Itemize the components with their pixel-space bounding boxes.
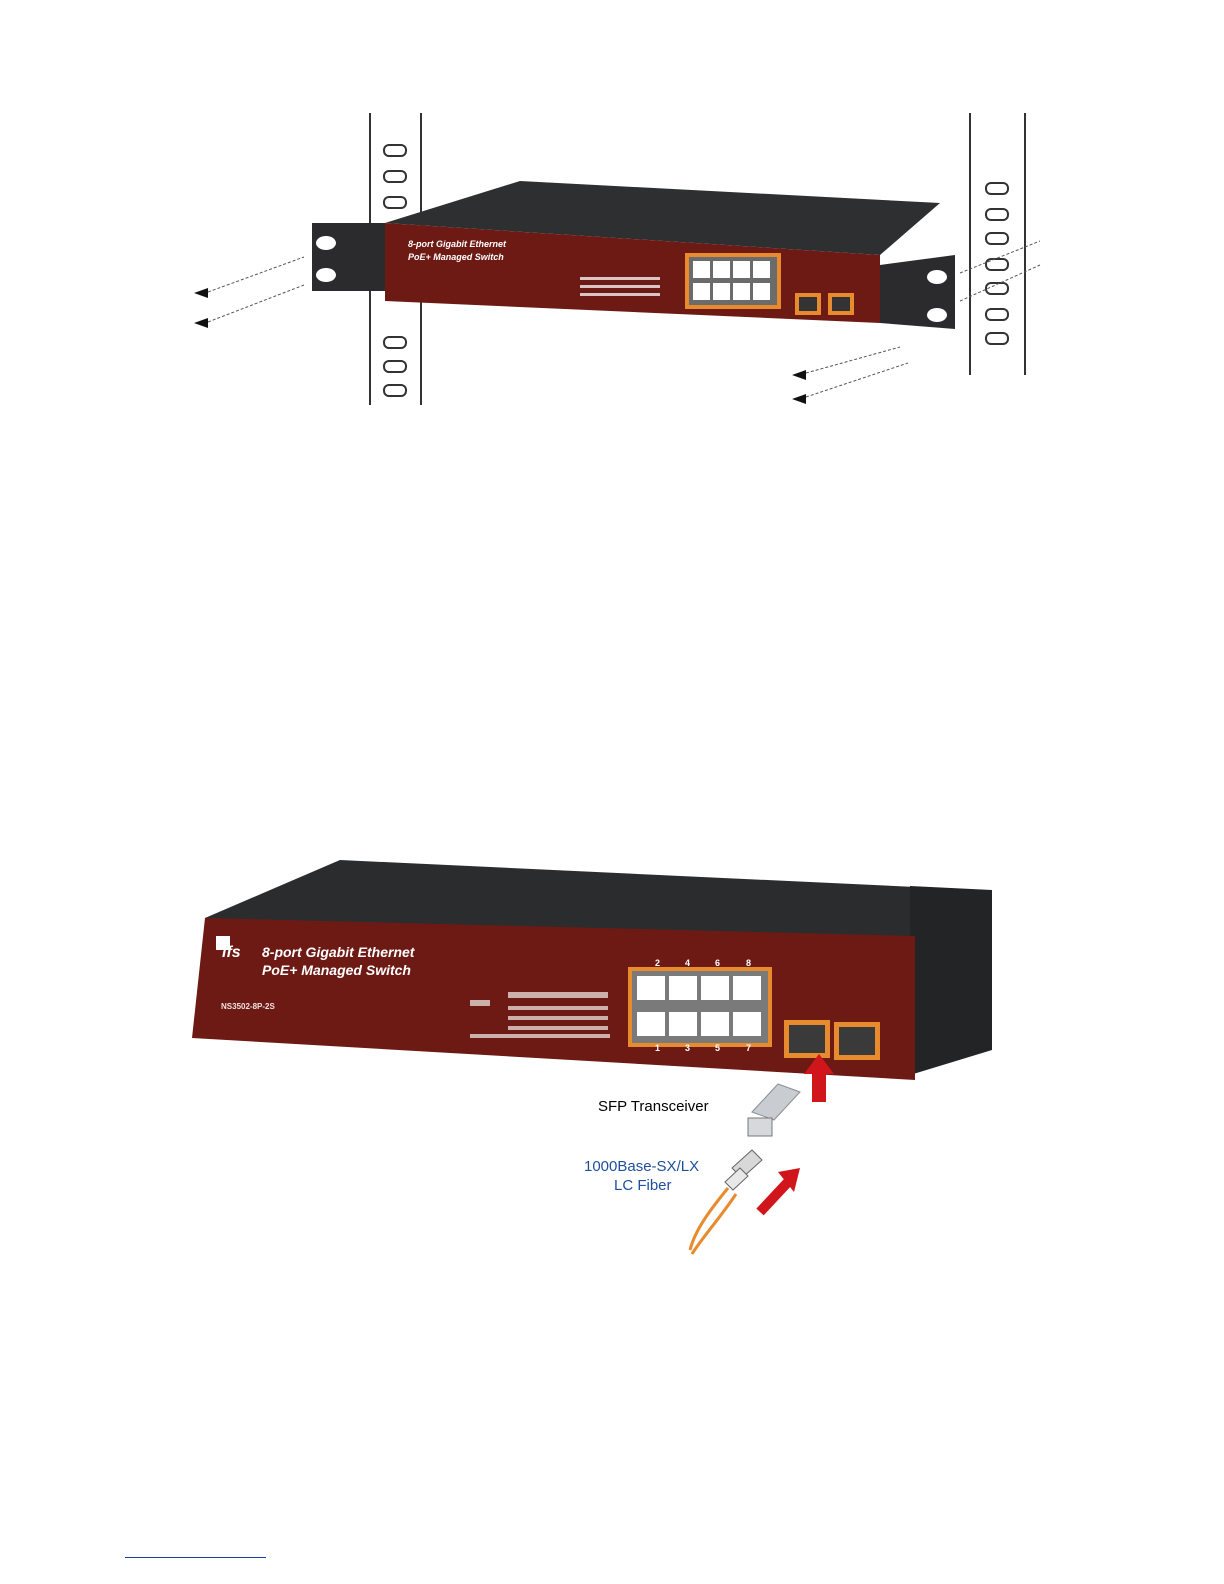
sfp-install-figure: ifs 8-port Gigabit Ethernet PoE+ Managed… (180, 850, 1030, 1270)
connect-arrow-icon (760, 1168, 800, 1212)
right-rack-rail (970, 113, 1025, 375)
port-number: 6 (715, 958, 720, 968)
port-number: 2 (655, 958, 660, 968)
port-number: 3 (685, 1043, 690, 1053)
panel-brand-line1: 8-port Gigabit Ethernet (408, 239, 507, 249)
fiber-callout-line2: LC Fiber (614, 1177, 672, 1194)
brand-line1: 8-port Gigabit Ethernet (262, 944, 414, 960)
sfp-transceiver-callout: SFP Transceiver (598, 1098, 709, 1115)
led-strip (580, 277, 660, 296)
brand-line2: PoE+ Managed Switch (262, 962, 411, 978)
ifs-logo-text: ifs (222, 944, 241, 962)
panel-brand-line2: PoE+ Managed Switch (408, 252, 504, 262)
port-number: 5 (715, 1043, 720, 1053)
lc-fiber-connector (690, 1150, 762, 1254)
rack-mount-illustration: 8-port Gigabit Ethernet PoE+ Managed Swi… (180, 105, 1060, 425)
footer-link-underline[interactable] (125, 1557, 266, 1558)
rack-mount-figure: 8-port Gigabit Ethernet PoE+ Managed Swi… (180, 105, 1060, 425)
rj45-port-block (685, 253, 781, 309)
switch-side (910, 886, 992, 1075)
rj45-port-block (628, 967, 772, 1047)
port-number: 1 (655, 1043, 660, 1053)
sfp-transceiver-module (748, 1084, 800, 1136)
screws-left (194, 257, 304, 328)
sfp-install-illustration (180, 850, 1030, 1270)
port-number: 7 (746, 1043, 751, 1053)
port-number: 8 (746, 958, 751, 968)
fiber-callout-line1: 1000Base-SX/LX (584, 1158, 699, 1175)
port-number: 4 (685, 958, 690, 968)
model-label: NS3502-8P-2S (221, 1002, 275, 1011)
right-mounting-bracket (880, 255, 955, 329)
left-mounting-bracket (312, 223, 385, 291)
